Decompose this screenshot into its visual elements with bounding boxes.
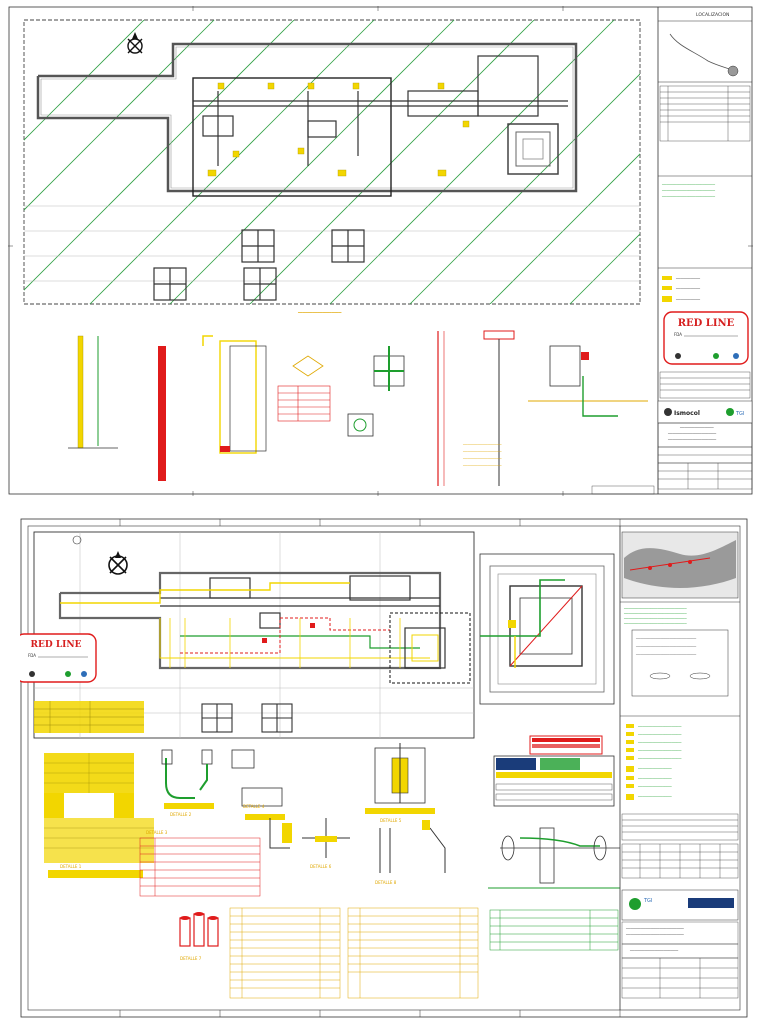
svg-text:──────────────────────────: ────────────────────────── [623, 606, 687, 611]
svg-text:──────────────────: ────────────────── [637, 748, 682, 753]
plan-caption: ━━━━━━━━━━━━━━━━━━ [297, 310, 342, 315]
svg-text:──────────: ────────── [675, 276, 701, 281]
redline-stamp: RED LINE FDA [663, 311, 749, 365]
svg-text:──────────────────────: ────────────────────── [661, 194, 716, 199]
svg-text:──────────────: ────────────── [637, 766, 672, 771]
details-row: ──────────────── ──────────────── ──────… [68, 330, 648, 486]
title-block-1: LOCALIZACION ────────────────────── ────… [591, 7, 753, 495]
client-logo-icon-2 [629, 898, 641, 910]
plan-area-border [23, 19, 641, 305]
svg-text:──────────────────────────: ────────────────────────── [623, 621, 687, 626]
location-marker-icon [727, 65, 739, 77]
redline-stamp-2: RED LINE FDA [20, 633, 97, 683]
detail-label-2: DETALLE 2 [170, 812, 192, 817]
sheet-2-border [20, 518, 748, 1018]
client-logo-text-2: TGI [643, 898, 652, 904]
detail-label-4: DETALLE 4 [243, 804, 265, 809]
svg-text:────────────────: ──────────────── [462, 456, 502, 461]
client-logo-icon [726, 408, 734, 416]
svg-text:────────────────: ──────────────── [462, 449, 502, 454]
detail-label-5: DETALLE 5 [380, 818, 402, 823]
inset-plan [479, 553, 615, 705]
north-arrow-icon-2 [108, 551, 128, 575]
svg-text:──────────────────: ────────────────── [637, 732, 682, 737]
svg-text:────────────────────: ──────────────────── [667, 437, 717, 442]
title-block-2: ────────────────────────── ─────────────… [619, 526, 740, 1010]
svg-text:─────────────────────────: ───────────────────────── [635, 644, 697, 649]
svg-text:──────────: ────────── [675, 286, 701, 291]
details-area-2: DETALLE 3 DETALLE 1 DETALLE 2 DETALLE 4 … [44, 735, 620, 999]
sheet-1-svg: ━━━━━━━━━━━━━━━━━━ [8, 6, 753, 496]
north-arrow-icon [127, 32, 143, 54]
svg-text:─────────────────────────: ───────────────────────── [635, 652, 697, 657]
svg-text:──────────────: ────────────── [637, 784, 672, 789]
svg-text:──────────: ────────── [675, 297, 701, 302]
svg-text:────────────────────: ──────────────────── [667, 431, 717, 436]
svg-text:────────────────: ──────────────── [462, 442, 502, 447]
sheet-2-edge-ticks [119, 519, 621, 1017]
drawing-sheet-2: RED LINE FDA [20, 518, 748, 1018]
facility-plan-2 [58, 535, 471, 733]
svg-text:────────────────: ──────────────── [462, 463, 502, 468]
svg-text:─────────────────────────: ───────────────────────── [635, 636, 697, 641]
redline-field-label: FDA [674, 332, 682, 337]
detail-label-7: DETALLE 7 [180, 956, 202, 961]
svg-text:──────────────────────: ────────────────────── [661, 182, 716, 187]
svg-text:──────────────────: ────────────────── [637, 740, 682, 745]
company-logo-icon [664, 408, 672, 416]
sheet-1-edge-ticks [8, 6, 753, 496]
svg-text:──────────────────────────: ────────────────────────── [623, 616, 687, 621]
sheet-2-svg: RED LINE FDA [20, 518, 748, 1018]
company-logo-text: Ismocol [674, 410, 700, 417]
svg-text:──────────────: ────────────── [679, 425, 714, 430]
detail-label-6: DETALLE 6 [310, 864, 332, 869]
yellow-table-1 [34, 701, 144, 733]
detail-label-3: DETALLE 3 [146, 830, 168, 835]
svg-text:────────────────────────: ──────────────────────── [625, 932, 684, 937]
svg-text:────────────────────: ──────────────────── [629, 948, 679, 953]
svg-text:────────────────────────: ──────────────────────── [625, 926, 684, 931]
svg-text:──────────────: ────────────── [637, 794, 672, 799]
svg-text:──────────────────────: ────────────────────── [661, 188, 716, 193]
pipes-detail [179, 912, 219, 947]
redline-field-label-2: FDA [28, 653, 36, 658]
svg-text:──────────────────: ────────────────── [637, 756, 682, 761]
sheet-1-border [8, 6, 753, 495]
facility-plan [36, 42, 578, 301]
svg-text:──────────────────────────: ────────────────────────── [623, 611, 687, 616]
client-logo-text: TGI [735, 411, 744, 417]
detail-label-8: DETALLE 8 [375, 880, 397, 885]
svg-text:──────────────────: ────────────────── [637, 724, 682, 729]
redline-title-2: RED LINE [31, 640, 82, 650]
drawing-sheet-1: ━━━━━━━━━━━━━━━━━━ [8, 6, 753, 496]
svg-text:──────────────: ────────────── [637, 776, 672, 781]
diagonal-grid [24, 20, 640, 304]
detail-label-1: DETALLE 1 [60, 864, 82, 869]
redline-title: RED LINE [678, 318, 735, 329]
location-heading: LOCALIZACION [696, 12, 729, 18]
